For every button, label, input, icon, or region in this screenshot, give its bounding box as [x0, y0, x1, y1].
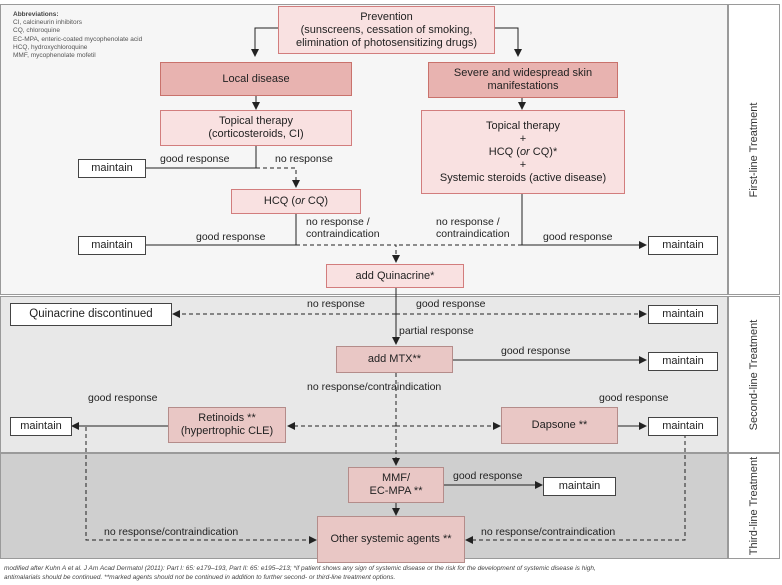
abbreviation-item: EC-MPA, enteric-coated mycophenolate aci…: [13, 35, 143, 43]
good-response-label: good response: [88, 392, 158, 404]
second-line-band-label: Second-line Treatment: [728, 296, 780, 453]
no-response-label: no response: [275, 153, 333, 165]
prevention-box: Prevention (sunscreens, cessation of smo…: [278, 6, 495, 54]
good-response-label: good response: [501, 345, 571, 357]
label-line: contraindication: [436, 228, 510, 240]
footnote: modified after Kuhn A et al. J Am Acad D…: [4, 565, 774, 582]
plus-sign: +: [519, 158, 527, 171]
maintain-label: maintain: [20, 420, 62, 432]
cq-text: CQ)*: [529, 145, 558, 158]
retinoids-line: Retinoids **: [198, 412, 256, 424]
topical-therapy-local-box: Topical therapy (corticosteroids, CI): [160, 110, 352, 146]
other-systemic-agents-box: Other systemic agents **: [317, 516, 465, 563]
good-response-label: good response: [599, 392, 669, 404]
abbreviation-item: MMF, mycophenolate mofetil: [13, 52, 96, 60]
maintain-box: maintain: [648, 352, 718, 371]
topical-therapy-line: Topical therapy: [218, 115, 293, 127]
no-response-contraindication-label: no response/contraindication: [307, 381, 442, 393]
cq-text: CQ): [304, 195, 329, 207]
third-line-band-label: Third-line Treatment: [728, 453, 780, 559]
partial-response-label: partial response: [399, 325, 474, 337]
no-response-contraindication-label: no response/contraindication: [104, 526, 239, 538]
quinacrine-discontinued-box: Quinacrine discontinued: [10, 303, 172, 326]
hcq-box: HCQ (or CQ): [231, 189, 361, 214]
dapsone-box: Dapsone **: [501, 407, 618, 444]
dapsone-label: Dapsone **: [531, 419, 588, 431]
abbreviation-item: CQ, chloroquine: [13, 27, 60, 35]
topical-therapy-line: Topical therapy: [486, 119, 560, 132]
local-disease-box: Local disease: [160, 62, 352, 96]
hcq-text: HCQ (: [488, 145, 520, 158]
maintain-label: maintain: [558, 480, 601, 492]
mmf-line: MMF/: [381, 472, 411, 484]
no-response-contraindication-label: no response / contraindication: [436, 216, 510, 240]
label-line: contraindication: [306, 228, 380, 240]
maintain-box: maintain: [78, 236, 146, 255]
no-response-contraindication-label: no response / contraindication: [306, 216, 380, 240]
quinacrine-box: add Quinacrine*: [326, 264, 464, 288]
label-line: no response /: [436, 216, 500, 228]
label-line: no response /: [306, 216, 370, 228]
maintain-label: maintain: [91, 162, 133, 174]
hcq-label: HCQ (or CQ): [264, 195, 328, 208]
severe-disease-line: Severe and widespread skin: [453, 67, 593, 79]
good-response-label: good response: [196, 231, 266, 243]
no-response-contraindication-label: no response/contraindication: [481, 526, 616, 538]
good-response-label: good response: [543, 231, 613, 243]
severe-disease-line: manifestations: [487, 80, 559, 92]
topical-therapy-severe-box: Topical therapy + HCQ (or CQ)* + Systemi…: [421, 110, 625, 194]
prevention-line: elimination of photosensitizing drugs): [296, 36, 477, 49]
maintain-box: maintain: [648, 417, 718, 436]
systemic-steroids-line: Systemic steroids (active disease): [439, 171, 607, 184]
maintain-label: maintain: [662, 308, 704, 320]
maintain-label: maintain: [91, 239, 133, 251]
maintain-box: maintain: [648, 305, 718, 324]
mtx-label: add MTX**: [367, 353, 422, 365]
quinacrine-label: add Quinacrine*: [355, 269, 435, 282]
severe-disease-box: Severe and widespread skin manifestation…: [428, 62, 618, 98]
maintain-box: maintain: [648, 236, 718, 255]
abbreviation-item: HCQ, hydroxychloroquine: [13, 43, 88, 51]
maintain-box: maintain: [10, 417, 72, 436]
hcq-cq-line: HCQ (or CQ)*: [440, 146, 606, 159]
mtx-box: add MTX**: [336, 346, 453, 373]
quinacrine-discontinued-label: Quinacrine discontinued: [29, 308, 153, 320]
good-response-label: good response: [453, 470, 523, 482]
footnote-line: modified after Kuhn A et al. J Am Acad D…: [4, 565, 596, 572]
good-response-label: good response: [160, 153, 230, 165]
topical-therapy-line: (corticosteroids, CI): [208, 128, 304, 140]
first-line-band-label: First-line Treatment: [728, 4, 780, 295]
mmf-line: EC-MPA **: [369, 485, 423, 497]
maintain-label: maintain: [662, 420, 704, 432]
retinoids-box: Retinoids ** (hypertrophic CLE): [168, 407, 286, 443]
abbreviation-item: CI, calcineurin inhibitors: [13, 19, 83, 27]
prevention-line: (sunscreens, cessation of smoking,: [300, 23, 473, 36]
footnote-line: antimalarials should be continued. **mar…: [4, 573, 396, 581]
hcq-text: HCQ (: [263, 195, 296, 207]
or-text: or: [519, 145, 530, 158]
local-disease-label: Local disease: [222, 72, 290, 85]
maintain-label: maintain: [662, 239, 704, 251]
mmf-box: MMF/ EC-MPA **: [348, 467, 444, 503]
good-response-label: good response: [416, 298, 486, 310]
maintain-box: maintain: [78, 159, 146, 178]
abbreviations-title: Abbreviations:: [13, 11, 59, 18]
abbreviations-legend: Abbreviations: CI, calcineurin inhibitor…: [13, 11, 142, 60]
maintain-box: maintain: [543, 477, 616, 496]
other-systemic-agents-label: Other systemic agents **: [330, 533, 452, 545]
plus-sign: +: [519, 132, 527, 145]
or-text: or: [295, 195, 305, 207]
no-response-label: no response: [307, 298, 365, 310]
maintain-label: maintain: [662, 355, 704, 367]
prevention-title: Prevention: [360, 10, 413, 23]
retinoids-line: (hypertrophic CLE): [180, 425, 274, 437]
